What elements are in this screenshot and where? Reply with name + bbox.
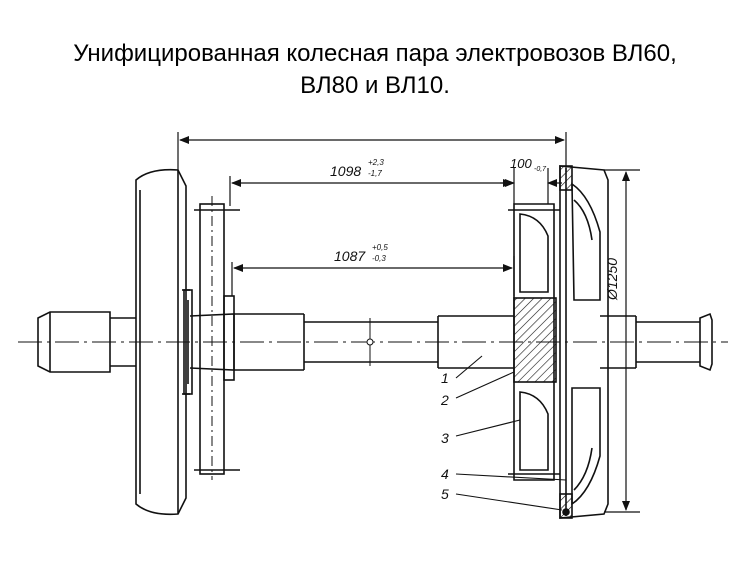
callout-3: 3	[441, 430, 449, 446]
slide-title: Унифицированная колесная пара электровоз…	[0, 38, 750, 102]
dim-diameter: Ø1250	[604, 258, 620, 301]
title-line-1: Унифицированная колесная пара электровоз…	[73, 40, 677, 67]
dim-1087-lower-tol: -0,3	[372, 254, 386, 263]
axle	[37, 311, 713, 373]
dimension-1098: 1098 +2,3 -1,7	[330, 158, 384, 179]
dimension-lines	[177, 132, 640, 513]
callout-labels: 1 2 3 4 5	[440, 370, 449, 502]
dimension-1087: 1087 +0,5 -0,3	[334, 243, 388, 264]
left-wheel	[135, 168, 193, 516]
callout-2: 2	[440, 392, 449, 408]
left-gear	[194, 196, 240, 480]
dim-100-value: 100	[510, 156, 532, 171]
callout-1: 1	[441, 370, 449, 386]
callout-leaders	[455, 355, 567, 511]
dim-1098-upper-tol: +2,3	[368, 158, 384, 167]
callout-4: 4	[441, 466, 449, 482]
dimension-100: 100 -0,7	[510, 156, 547, 173]
dim-1098-lower-tol: -1,7	[368, 169, 382, 178]
dim-100-tol: -0,7	[534, 166, 547, 173]
dim-1087-upper-tol: +0,5	[372, 243, 388, 252]
dim-1098-value: 1098	[330, 163, 361, 179]
centerline	[18, 318, 728, 366]
callout-5: 5	[441, 486, 449, 502]
title-line-2: ВЛ80 и ВЛ10.	[300, 72, 450, 99]
dim-1087-value: 1087	[334, 248, 366, 264]
